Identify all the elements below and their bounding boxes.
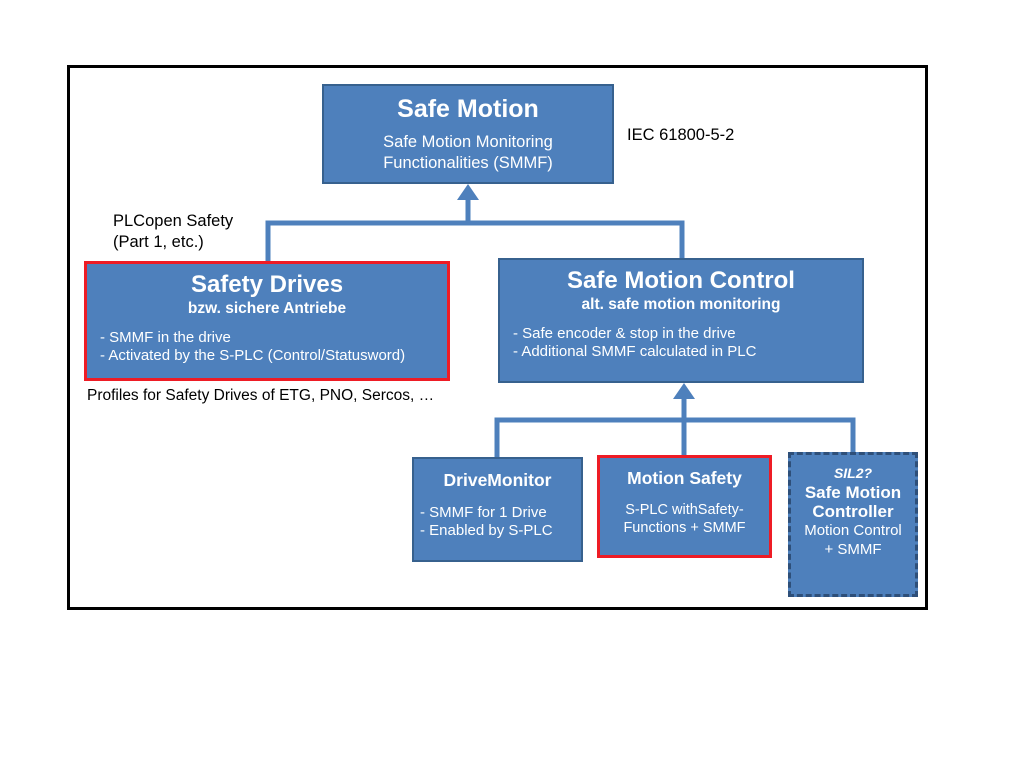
node-safe-motion-controller[interactable]: SIL2? Safe Motion Controller Motion Cont… xyxy=(788,452,918,597)
label-iec-standard: IEC 61800-5-2 xyxy=(627,126,735,144)
node-safe-motion-control[interactable]: Safe Motion Control alt. safe motion mon… xyxy=(498,258,864,383)
node-safe-motion-control-title: Safe Motion Control xyxy=(567,267,795,294)
node-motion-safety-body: S-PLC withSafety- Functions + SMMF xyxy=(623,501,746,536)
node-drivemonitor[interactable]: DriveMonitor - SMMF for 1 Drive - Enable… xyxy=(412,457,583,562)
node-safety-drives-subtitle: bzw. sichere Antriebe xyxy=(187,299,347,317)
node-safe-motion-title: Safe Motion xyxy=(397,95,539,123)
node-safety-drives-title: Safety Drives xyxy=(190,271,344,298)
node-motion-safety[interactable]: Motion Safety S-PLC withSafety- Function… xyxy=(597,455,772,558)
label-plcopen-safety: PLCopen Safety (Part 1, etc.) xyxy=(113,212,234,252)
node-safety-drives-body: - SMMF in the drive - Activated by the S… xyxy=(100,328,406,365)
label-profiles-note: Profiles for Safety Drives of ETG, PNO, … xyxy=(87,387,435,404)
node-motion-safety-title: Motion Safety xyxy=(627,468,742,488)
node-drivemonitor-body: - SMMF for 1 Drive - Enabled by S-PLC xyxy=(420,503,553,540)
node-safe-motion-control-subtitle: alt. safe motion monitoring xyxy=(581,295,781,313)
node-safe-motion-controller-title: Safe Motion Controller xyxy=(804,483,902,522)
node-safe-motion-body: Safe Motion Monitoring Functionalities (… xyxy=(383,133,553,172)
node-safe-motion-control-body: - Safe encoder & stop in the drive - Add… xyxy=(513,324,757,361)
node-safe-motion[interactable]: Safe Motion Safe Motion Monitoring Funct… xyxy=(322,84,614,184)
node-safe-motion-controller-body: Motion Control + SMMF xyxy=(804,522,902,558)
node-safety-drives[interactable]: Safety Drives bzw. sichere Antriebe - SM… xyxy=(84,261,450,381)
node-safe-motion-controller-tag: SIL2? xyxy=(833,465,873,481)
node-drivemonitor-title: DriveMonitor xyxy=(443,470,552,490)
